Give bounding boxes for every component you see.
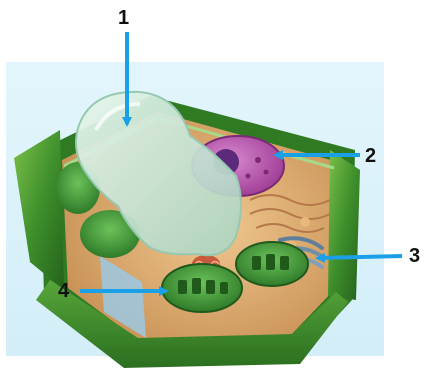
vesicle-3 <box>300 217 310 227</box>
label-2: 2 <box>365 146 376 166</box>
label-4: 4 <box>58 281 69 301</box>
label-1: 1 <box>118 8 129 28</box>
chloroplast <box>162 264 242 312</box>
cell-wall-right <box>328 150 360 300</box>
label-3: 3 <box>409 246 420 266</box>
chloroplast-right <box>236 242 308 286</box>
arrow-3 <box>318 256 402 258</box>
